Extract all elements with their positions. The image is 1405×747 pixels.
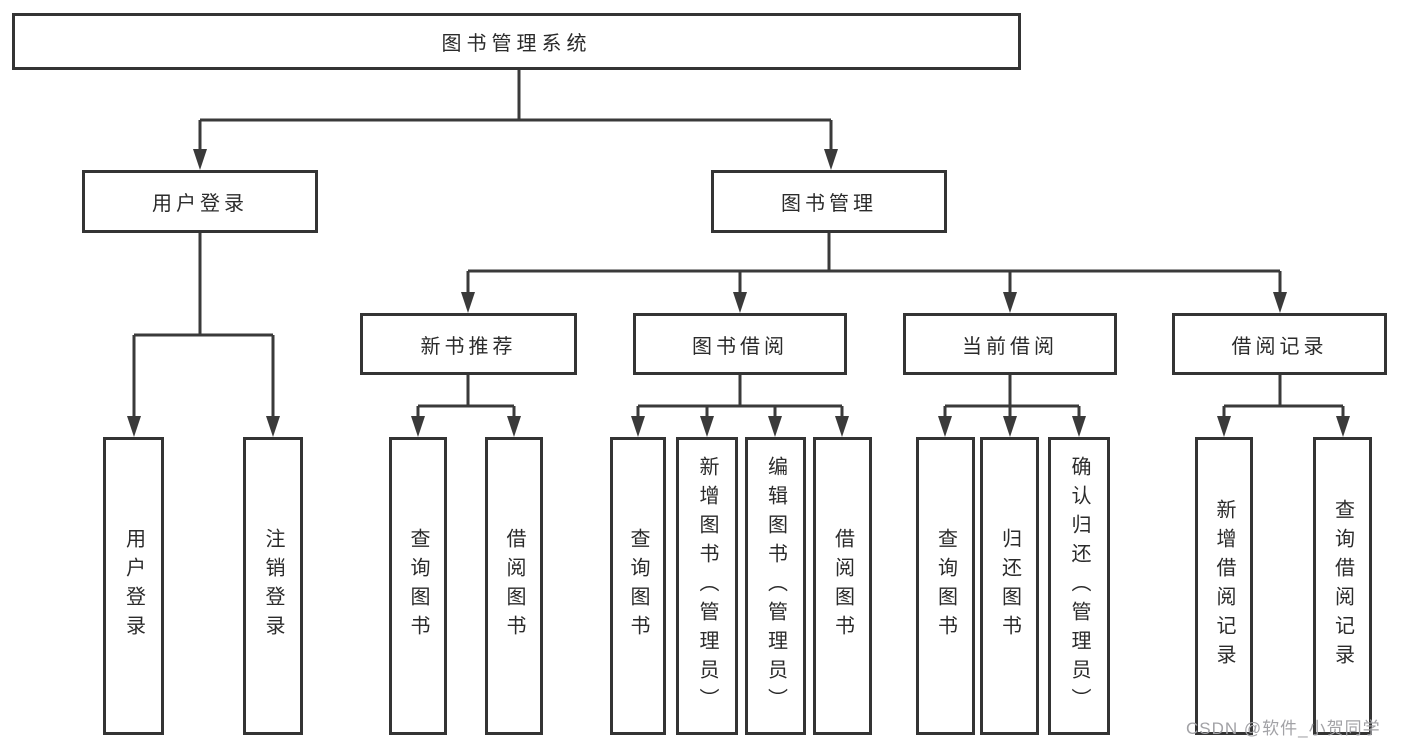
node-current-borrowing-label: 当前借阅 [962,335,1058,358]
node-user-login-label: 用户登录 [152,193,248,215]
leaf-user-login: 用户登录 [103,437,164,735]
leaf-edit-book-admin-label: 编辑图书（管理员） [764,455,787,717]
leaf-query-books-current-label: 查询图书 [934,528,957,644]
leaf-add-borrow-record-label: 新增借阅记录 [1213,499,1235,673]
leaf-confirm-return-admin-label: 确认归还（管理员） [1068,455,1090,717]
leaf-query-books-borrow-label: 查询图书 [627,528,649,644]
leaf-borrow-books-label: 借阅图书 [831,528,854,644]
leaf-return-book: 归还图书 [980,437,1039,735]
leaf-add-book-admin-label: 新增图书（管理员） [696,455,718,717]
arrowheads [127,149,1350,437]
leaf-add-borrow-record: 新增借阅记录 [1195,437,1253,735]
leaf-query-books-borrow: 查询图书 [610,437,666,735]
leaf-edit-book-admin: 编辑图书（管理员） [745,437,806,735]
leaf-return-book-label: 归还图书 [998,528,1021,644]
leaf-borrow-books: 借阅图书 [813,437,872,735]
node-root-label: 图书管理系统 [441,33,592,55]
node-borrowing-records-label: 借阅记录 [1231,335,1328,358]
node-user-login: 用户登录 [82,170,318,233]
node-root: 图书管理系统 [12,13,1021,70]
leaf-user-login-label: 用户登录 [122,528,145,644]
node-book-management-label: 图书管理 [781,193,877,215]
leaf-borrow-books-recommend: 借阅图书 [485,437,543,735]
node-borrowing-records: 借阅记录 [1172,313,1387,375]
leaf-query-books-recommend: 查询图书 [389,437,447,735]
leaf-query-borrow-record: 查询借阅记录 [1313,437,1372,735]
leaf-query-books-current: 查询图书 [916,437,975,735]
leaf-query-borrow-record-label: 查询借阅记录 [1331,499,1354,673]
leaf-query-books-recommend-label: 查询图书 [407,528,429,644]
leaf-confirm-return-admin: 确认归还（管理员） [1048,437,1110,735]
node-new-book-recommend: 新书推荐 [360,313,577,375]
leaf-logout-label: 注销登录 [262,528,284,644]
node-new-book-recommend-label: 新书推荐 [420,335,517,358]
leaf-add-book-admin: 新增图书（管理员） [676,437,738,735]
csdn-watermark: CSDN @软件_小贺同学 [1186,719,1381,738]
leaf-logout: 注销登录 [243,437,303,735]
node-book-borrowing: 图书借阅 [633,313,847,375]
node-book-borrowing-label: 图书借阅 [692,335,788,358]
node-book-management: 图书管理 [711,170,947,233]
node-current-borrowing: 当前借阅 [903,313,1117,375]
leaf-borrow-books-recommend-label: 借阅图书 [503,528,525,644]
